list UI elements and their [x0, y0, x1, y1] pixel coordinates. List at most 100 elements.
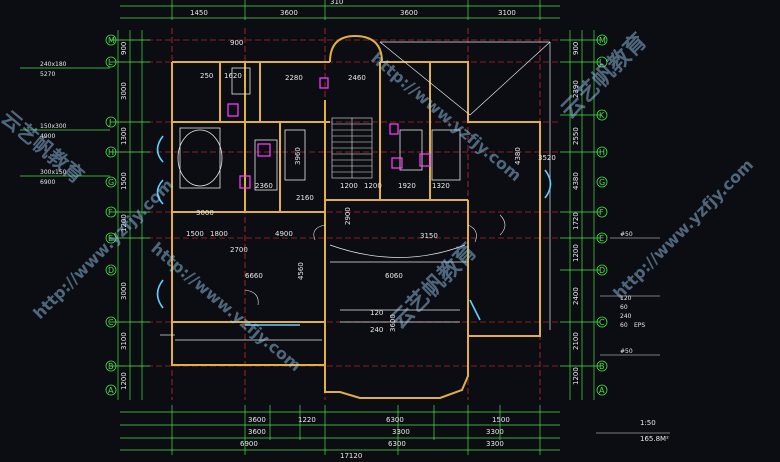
walls: [171, 34, 541, 399]
grid-bubble: M: [105, 34, 117, 46]
grid-label: A: [108, 386, 114, 395]
fixtures: [177, 67, 461, 191]
grid-label: M: [599, 36, 606, 45]
grid-bubble: D: [596, 264, 608, 276]
dim-2700: 2700: [230, 246, 248, 254]
dim-4900: 4900: [275, 230, 293, 238]
watermark: http://www.yzfjy.com: [367, 49, 525, 186]
left-dim-1: 3000: [120, 82, 128, 100]
grid-bubble: L: [596, 56, 608, 68]
grid-bubble: D: [105, 264, 117, 276]
grid-bubble: F: [105, 206, 117, 218]
grid-label: F: [599, 208, 604, 217]
bottom-r2-2: 3300: [486, 428, 504, 436]
right-dim-0: 900: [572, 42, 580, 55]
grid-bubble: F: [596, 206, 608, 218]
grid-label: D: [599, 266, 605, 275]
dim-1500: 1500: [186, 230, 204, 238]
grid-label: E: [108, 234, 113, 243]
grid-label: E: [599, 234, 604, 243]
right-dim-1: 2390: [572, 80, 580, 98]
right-dim-6: 2400: [572, 287, 580, 305]
left-dim-6: 3100: [120, 332, 128, 350]
watermark: http://www.yzfjy.com: [609, 155, 757, 303]
bottom-r3-2: 3300: [486, 440, 504, 448]
left-note-3: 4900: [40, 133, 55, 140]
left-dim-7: 1200: [120, 372, 128, 390]
stair: [331, 117, 373, 179]
grid-bubble: K: [596, 109, 608, 121]
grid-bubble: E: [596, 232, 608, 244]
dimension-lines: [20, 0, 600, 455]
grid-bubble: C: [105, 316, 117, 328]
dim-3600s: 3600: [389, 314, 397, 332]
dim-1920: 1920: [398, 182, 416, 190]
grid-bubble: A: [596, 384, 608, 396]
grid-label: G: [108, 178, 114, 187]
legend: 120 60 240 60 EPS #50 #50 1:50 165.8M²: [596, 231, 670, 443]
grid-bubble: G: [105, 176, 117, 188]
dim-2900: 2900: [344, 207, 352, 225]
grid-bubble: B: [105, 360, 117, 372]
dim-1800: 1800: [210, 230, 228, 238]
dim-6060: 6060: [385, 272, 403, 280]
grid-label: B: [599, 362, 605, 371]
doors: [244, 214, 506, 306]
dim-1200a: 1200: [340, 182, 358, 190]
left-notes: 240x180 5270 150x300 4900 300x150 6900: [40, 61, 67, 186]
top-dim-0: 1450: [190, 9, 208, 17]
top-dim-4: 3600: [280, 9, 298, 17]
bottom-r3-0: 6900: [240, 440, 258, 448]
dim-3520: 3520: [538, 154, 556, 162]
grid-bubble: A: [105, 384, 117, 396]
left-dim-0: 900: [120, 42, 128, 55]
left-dim-3: 1500: [120, 172, 128, 190]
legend-label-a: #50: [620, 231, 633, 238]
top-dim-5: 3600: [400, 9, 418, 17]
bottom-r2-1: 3300: [392, 428, 410, 436]
grid-bubble: J: [105, 116, 117, 128]
bottom-r3-1: 6300: [388, 440, 406, 448]
legend-item: 60: [620, 304, 628, 311]
dim-240: 240: [370, 326, 383, 334]
grid-label: L: [108, 58, 113, 67]
grid-label: H: [599, 148, 605, 157]
grid-bubbles-right: M L K H G F E D C B A: [596, 34, 608, 396]
top-dimensions: 900 2280 2460 250 1620 2360 3960 1800 15…: [186, 39, 556, 334]
legend-item: 60: [620, 322, 628, 329]
grid-bubble: C: [596, 316, 608, 328]
bottom-total: 17120: [340, 452, 362, 460]
dim-1200b: 1200: [364, 182, 382, 190]
dim-3150: 3150: [420, 232, 438, 240]
right-dimensions: 900 2390 2550 4380 1720 1200 2400 2100 1…: [572, 42, 580, 385]
grid-label: M: [108, 36, 115, 45]
legend-item: EPS: [634, 322, 645, 329]
grid-label: L: [599, 58, 604, 67]
grid-bubble: B: [596, 360, 608, 372]
bottom-dimensions: 3600 1220 6300 1500 3600 3300 3300 6900 …: [240, 416, 510, 460]
bottom-r1-1: 1220: [298, 416, 316, 424]
left-dimensions: 900 3000 1300 1500 1200 3000 3100 1200: [120, 42, 128, 390]
grid-label: C: [108, 318, 114, 327]
legend-item: 240: [620, 313, 632, 320]
magenta-fixtures: [227, 77, 431, 189]
right-dim-3: 4380: [572, 172, 580, 190]
legend-label-b: #50: [620, 348, 633, 355]
grid-label: K: [599, 111, 605, 120]
left-note-5: 6900: [40, 179, 55, 186]
dim-1320: 1320: [432, 182, 450, 190]
grid-bubble: G: [596, 176, 608, 188]
right-dim-8: 1200: [572, 367, 580, 385]
bottom-r1-0: 3600: [248, 416, 266, 424]
legend-item: 120: [620, 295, 632, 302]
left-note-1: 5270: [40, 71, 55, 78]
dim-2360: 2360: [255, 182, 273, 190]
right-dim-7: 2100: [572, 332, 580, 350]
left-dim-2: 1300: [120, 127, 128, 145]
dim-1620: 1620: [224, 72, 242, 80]
scale-label: 1:50: [640, 419, 656, 427]
bottom-r1-2: 6300: [386, 416, 404, 424]
windows: [156, 135, 552, 326]
dim-250: 250: [200, 72, 213, 80]
